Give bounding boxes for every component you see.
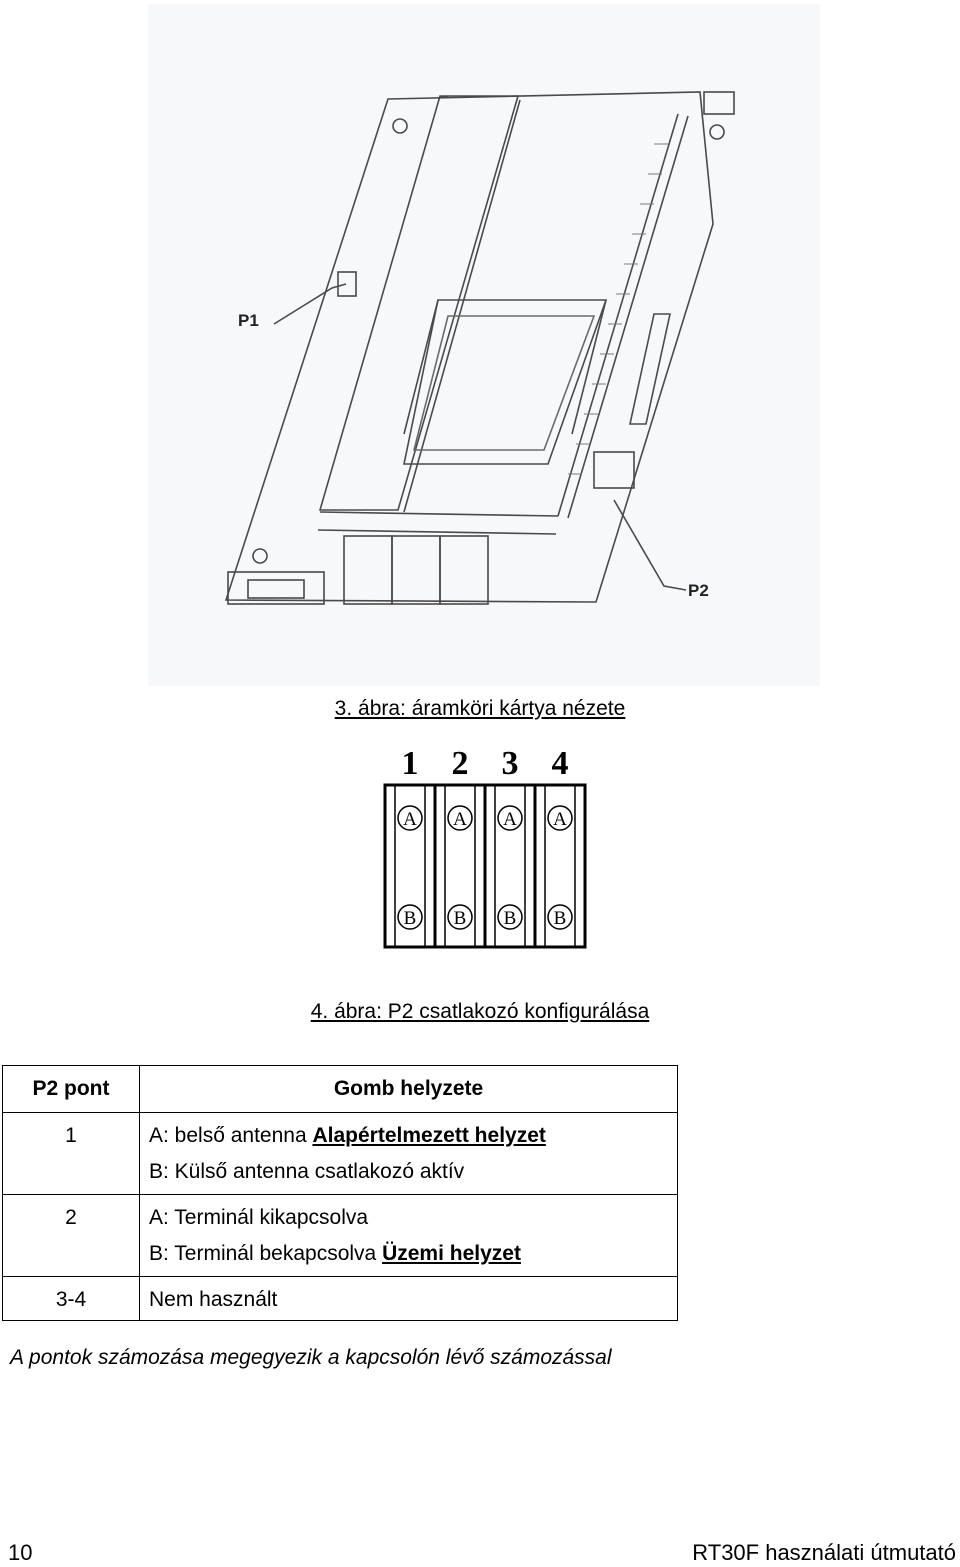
letter-b: B <box>404 908 417 929</box>
option-a-text: A: belső antenna <box>149 1124 313 1147</box>
mounting-hole <box>392 118 408 134</box>
mounting-hole <box>252 548 268 564</box>
switch-slot <box>494 784 526 948</box>
header-switch-position: Gomb helyzete <box>139 1065 678 1113</box>
row-point: 1 <box>65 1124 77 1147</box>
option-a-text: A: Terminál kikapcsolva <box>149 1206 369 1229</box>
table-header-row: P2 pont Gomb helyzete <box>2 1065 678 1113</box>
letter-b: B <box>504 908 517 929</box>
position-a-marker <box>447 805 473 831</box>
switch-number: 3 <box>502 745 519 782</box>
row-description: A: Terminál kikapcsolva B: Terminál beka… <box>139 1194 678 1277</box>
row-point: 3-4 <box>55 1288 87 1311</box>
p2-label: P2 <box>688 581 709 600</box>
dsub-connector <box>227 571 325 605</box>
mounting-hole <box>709 124 725 140</box>
terminal-block <box>439 535 489 605</box>
circuit-board-figure: P1 P2 <box>148 4 820 686</box>
letter-a: A <box>503 809 517 830</box>
switch-number: 4 <box>552 745 569 782</box>
position-a-marker <box>547 805 573 831</box>
switch-slot <box>444 784 476 948</box>
table-row: 2 A: Terminál kikapcsolva B: Terminál be… <box>2 1194 678 1277</box>
table-row: 1 A: belső antenna Alapértelmezett helyz… <box>2 1112 678 1195</box>
table-note: A pontok számozása megegyezik a kapcsoló… <box>10 1346 612 1369</box>
p1-leader-line <box>273 283 347 325</box>
letter-b: B <box>454 908 467 929</box>
position-a-marker <box>497 805 523 831</box>
switch-number: 1 <box>402 745 419 782</box>
figure3-caption: 3. ábra: áramköri kártya nézete <box>334 697 626 720</box>
position-a-marker <box>397 805 423 831</box>
card-tray <box>403 299 608 465</box>
top-connector <box>703 91 735 115</box>
option-b-text: B: Külső antenna csatlakozó aktív <box>149 1160 465 1183</box>
row-point: 2 <box>65 1206 77 1229</box>
default-position-label: Alapértelmezett helyzet <box>312 1124 546 1147</box>
position-b-marker <box>447 904 473 930</box>
operating-position-label: Üzemi helyzet <box>382 1242 521 1265</box>
position-b-marker <box>397 904 423 930</box>
switch-slot <box>544 784 576 948</box>
page-number: 10 <box>8 1540 33 1565</box>
position-b-marker <box>497 904 523 930</box>
header-p2-point: P2 pont <box>2 1065 140 1113</box>
letter-a: A <box>553 809 567 830</box>
letter-a: A <box>453 809 467 830</box>
row-description: A: belső antenna Alapértelmezett helyzet… <box>139 1112 678 1195</box>
position-b-marker <box>547 904 573 930</box>
switch-number: 2 <box>452 745 469 782</box>
document-title: RT30F használati útmutató <box>692 1540 956 1565</box>
p2-config-table: P2 pont Gomb helyzete 1 A: belső antenna… <box>2 1065 678 1321</box>
dip-switch-figure: 1 2 3 4 A A A A B B B B <box>383 745 587 949</box>
p2-switch-block <box>593 451 635 489</box>
p1-component <box>337 271 357 297</box>
board-outline <box>224 91 714 603</box>
p1-label: P1 <box>238 311 259 330</box>
module-shield <box>318 95 520 511</box>
figure4-caption: 4. ábra: P2 csatlakozó konfigurálása <box>310 1000 650 1023</box>
option-b-text: B: Terminál bekapcsolva <box>149 1242 383 1265</box>
switch-slot <box>394 784 426 948</box>
side-connector <box>629 313 671 425</box>
unused-text: Nem használt <box>149 1288 278 1311</box>
row-description: Nem használt <box>139 1276 678 1321</box>
table-row: 3-4 Nem használt <box>2 1276 678 1321</box>
letter-a: A <box>403 809 417 830</box>
p2-leader-line <box>613 499 687 591</box>
letter-b: B <box>554 908 567 929</box>
